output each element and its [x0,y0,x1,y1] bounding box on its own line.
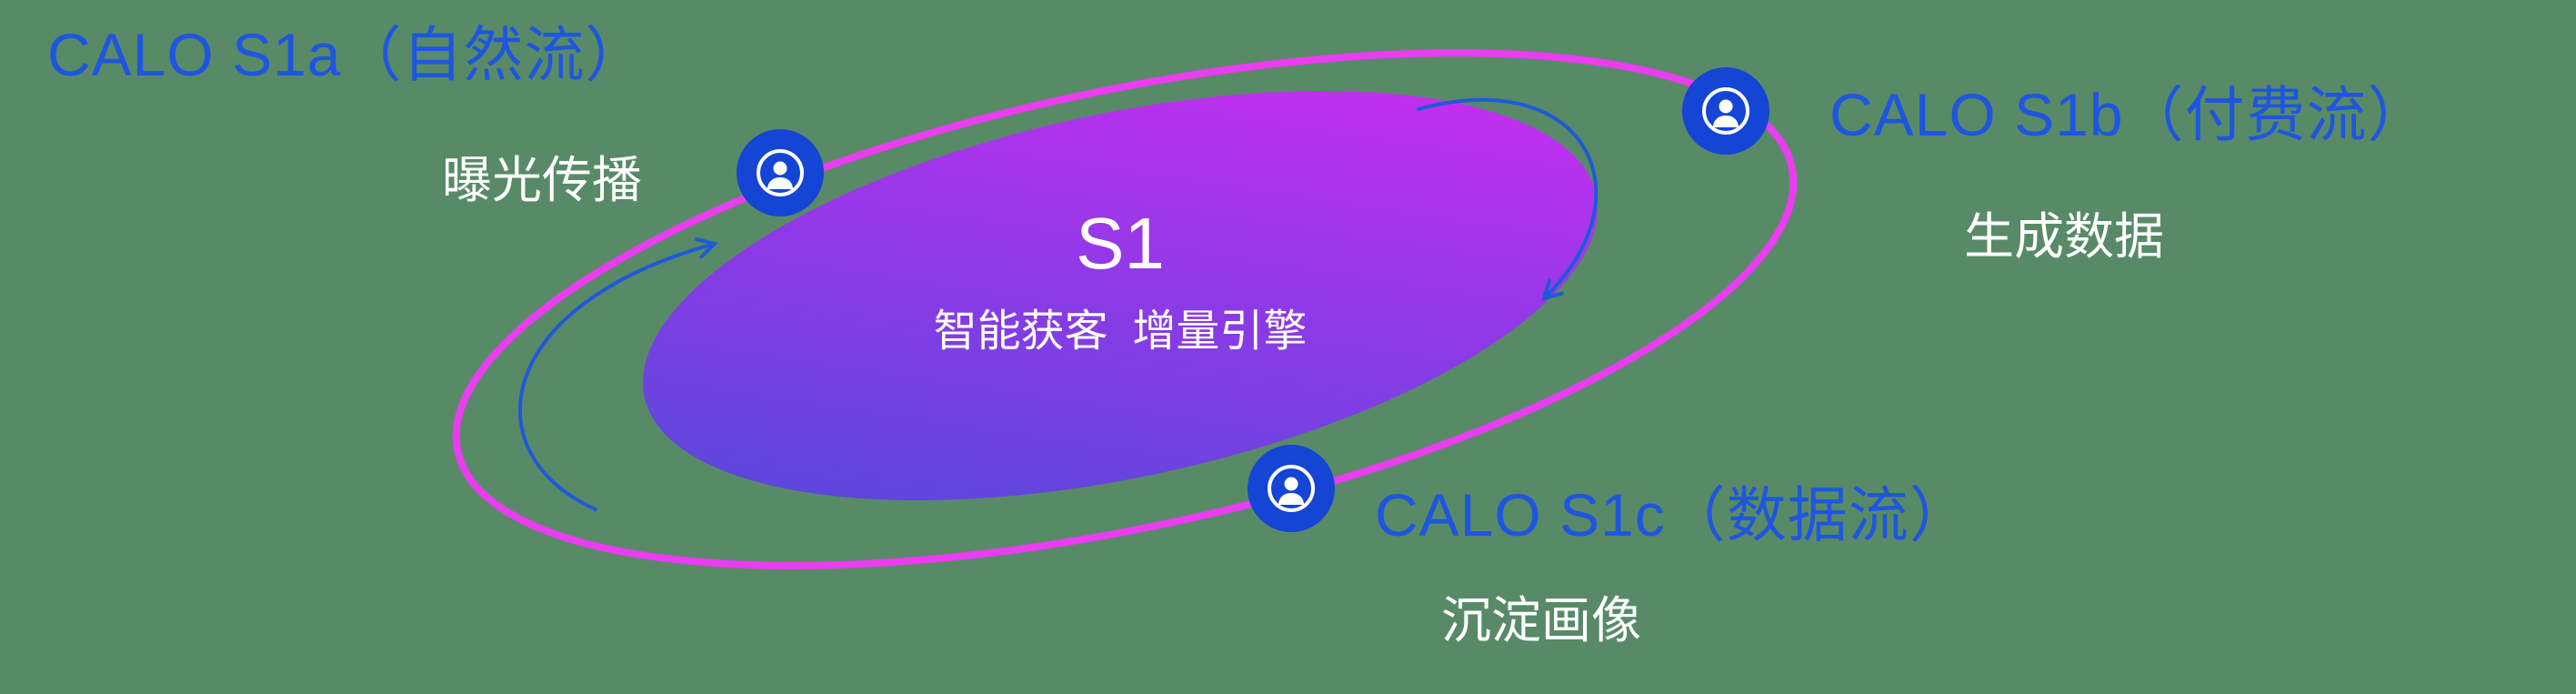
label-calo-s1c: CALO S1c（数据流） [1375,481,1970,548]
core-text-block: S1 智能获客 增量引擎 [847,206,1393,358]
core-subtitle: 智能获客 增量引擎 [933,307,1308,356]
node-calo-s1a [737,129,824,216]
core-ellipse [643,90,1598,501]
sublabel-calo-s1a: 曝光传播 [442,152,643,208]
label-calo-s1b: CALO S1b（付费流） [1829,81,2429,148]
user-circle-icon [1268,465,1315,512]
cycle-arrow-right [1417,97,1599,301]
label-calo-s1a: CALO S1a（自然流） [47,21,647,88]
node-calo-s1b [1682,67,1769,155]
cycle-arrow-left [518,237,718,511]
sublabel-calo-s1c: 沉淀画像 [1441,592,1642,649]
sublabel-calo-s1b: 生成数据 [1964,208,2165,265]
orbit-ellipse [452,49,1798,569]
node-calo-s1c [1248,445,1335,532]
user-circle-icon [757,149,804,196]
core-title: S1 [1076,203,1165,284]
user-circle-icon [1702,87,1749,135]
